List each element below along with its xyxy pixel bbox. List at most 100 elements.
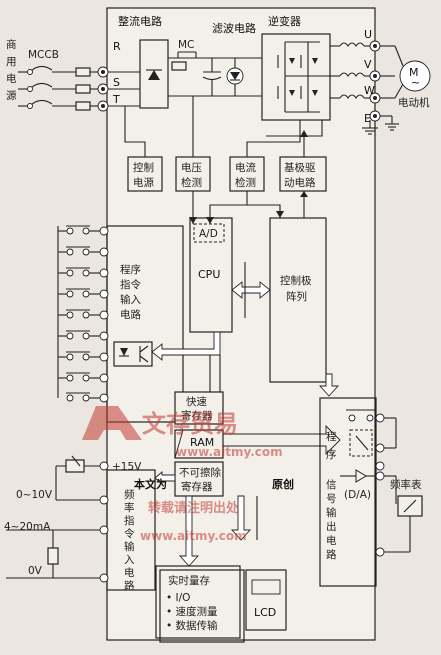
sig-out-label-6: 路 xyxy=(326,548,337,561)
watermark-url-2: www.aitmy.com xyxy=(140,529,247,543)
freq-cmd-label-5: 输 xyxy=(124,540,135,553)
fast-register-label-2: 寄存器 xyxy=(181,409,213,422)
program-input-label-1: 程序 xyxy=(120,263,141,276)
igbt-bridge-icon xyxy=(277,41,330,113)
freq-cmd-label-6: 入 xyxy=(124,554,135,566)
sig-out-label-1: 信 xyxy=(326,479,337,491)
sig-out-label-5: 电 xyxy=(326,534,337,547)
monitor-item-2: • 速度测量 xyxy=(166,605,218,618)
mccb-breaker xyxy=(18,65,98,111)
rectifier-label: 整流电路 xyxy=(118,14,162,28)
freq-cmd-to-memory-arrow xyxy=(154,471,176,485)
ram-label: RAM xyxy=(190,436,214,449)
monitor-title: 实时量存 xyxy=(168,574,210,587)
prog-out-label-2: 序 xyxy=(326,448,337,461)
inverter-label: 逆变器 xyxy=(268,14,301,28)
freq-cmd-label-8: 路 xyxy=(124,579,135,592)
motor-icon xyxy=(399,60,431,92)
lcd-label: LCD xyxy=(254,606,276,619)
motor-tilde: ~ xyxy=(411,76,420,89)
nonvolatile-label-1: 不可擦除 xyxy=(179,466,221,479)
freq-cmd-label-7: 电 xyxy=(124,566,135,579)
freq-meter-label: 频率表 xyxy=(390,478,422,491)
relay-contact-icon xyxy=(346,409,397,471)
signal-output-region xyxy=(319,397,377,587)
watermark-url-1: www.aitmy.com xyxy=(176,445,283,459)
da-label: (D/A) xyxy=(344,489,371,501)
mains-label-4: 源 xyxy=(6,89,17,102)
gate-array-label-1: 控制极 xyxy=(280,274,312,287)
gate-array-box xyxy=(269,217,327,383)
terminal-u-label: U xyxy=(364,28,372,41)
mains-label-1: 商 xyxy=(6,38,17,51)
current-detect-label-1: 电流 xyxy=(235,161,256,174)
cpu-label: CPU xyxy=(198,268,220,281)
control-power-box xyxy=(127,156,163,192)
base-drive-box xyxy=(279,156,327,192)
ma4-20-label: 4~20mA xyxy=(4,521,51,533)
fast-register-label-1: 快速 xyxy=(186,396,207,408)
detection-to-cpu-arrows xyxy=(189,191,308,224)
monitor-item-1: • I/O xyxy=(166,592,190,604)
memory-bus xyxy=(174,355,341,567)
gate-array-label-2: 阵列 xyxy=(286,290,307,303)
freq-cmd-label-2: 率 xyxy=(124,501,135,514)
ad-converter-box xyxy=(193,223,225,243)
plus15v-label: +15V xyxy=(112,461,142,473)
watermark-logo-text: 文存贸易 xyxy=(142,410,238,438)
mc-label: MC xyxy=(178,39,194,51)
watermark-notice-1: 本文为 xyxy=(134,477,167,491)
sig-out-label-4: 出 xyxy=(326,520,337,533)
diode-bridge-icon xyxy=(146,69,162,80)
sig-out-label-3: 输 xyxy=(326,506,337,519)
inverter-box xyxy=(261,33,331,121)
terminal-w-label: W xyxy=(364,84,375,97)
lcd-box xyxy=(245,569,287,631)
sig-out-label-2: 号 xyxy=(326,493,337,505)
rectifier-box xyxy=(139,39,169,109)
v0-label: 0V xyxy=(28,565,43,577)
charge-indicator-icon xyxy=(226,58,244,96)
voltage-detect-label-2: 检测 xyxy=(181,176,202,189)
current-detect-box xyxy=(229,156,265,192)
terminal-t-label: T xyxy=(112,93,120,106)
output-reactor-icon xyxy=(330,42,370,99)
analog-input-terminals xyxy=(6,455,109,583)
freq-cmd-label-3: 指 xyxy=(124,514,135,527)
terminal-r-label: R xyxy=(113,40,121,53)
watermark-logo: 文存贸易 www.aitmy.com 本文为 原创 转载请注明出处 www.ai… xyxy=(82,406,294,543)
monitor-item-3: • 数据传输 xyxy=(166,619,218,632)
monitor-box xyxy=(155,565,241,639)
filter-label: 滤波电路 xyxy=(212,22,256,35)
current-detect-label-2: 检测 xyxy=(235,176,256,189)
program-input-label-4: 电路 xyxy=(120,308,141,321)
motor-symbol: M xyxy=(409,66,419,79)
program-input-switches xyxy=(57,225,109,403)
voltage-detect-label-1: 电压 xyxy=(181,161,202,174)
program-input-label-3: 输入 xyxy=(120,293,141,306)
cpu-box xyxy=(189,217,233,333)
lcd-screen-icon xyxy=(251,579,281,595)
watermark-notice-2: 原创 xyxy=(272,477,294,491)
freq-cmd-label-1: 频 xyxy=(124,488,135,501)
program-input-region xyxy=(106,225,184,423)
filter-capacitor-icon xyxy=(202,58,222,96)
control-power-label-2: 电源 xyxy=(133,176,154,189)
motor-label: 电动机 xyxy=(398,96,430,109)
detection-wiring xyxy=(124,96,323,157)
fast-register-box xyxy=(174,391,224,425)
terminal-v-label: V xyxy=(364,58,372,71)
da-buffer-icon xyxy=(340,469,411,557)
input-terminals xyxy=(97,66,140,112)
freq-cmd-label-4: 令 xyxy=(124,527,135,540)
output-terminals xyxy=(369,40,404,122)
input-to-cpu-bus xyxy=(151,331,221,361)
watermark-notice-3: 转载请注明出处 xyxy=(148,500,240,516)
nonvolatile-label-2: 寄存器 xyxy=(181,480,213,493)
mains-label-3: 电 xyxy=(6,72,17,85)
prog-out-label-1: 程 xyxy=(326,431,337,443)
program-input-label-2: 指令 xyxy=(120,278,141,291)
mccb-label: MCCB xyxy=(28,49,59,61)
